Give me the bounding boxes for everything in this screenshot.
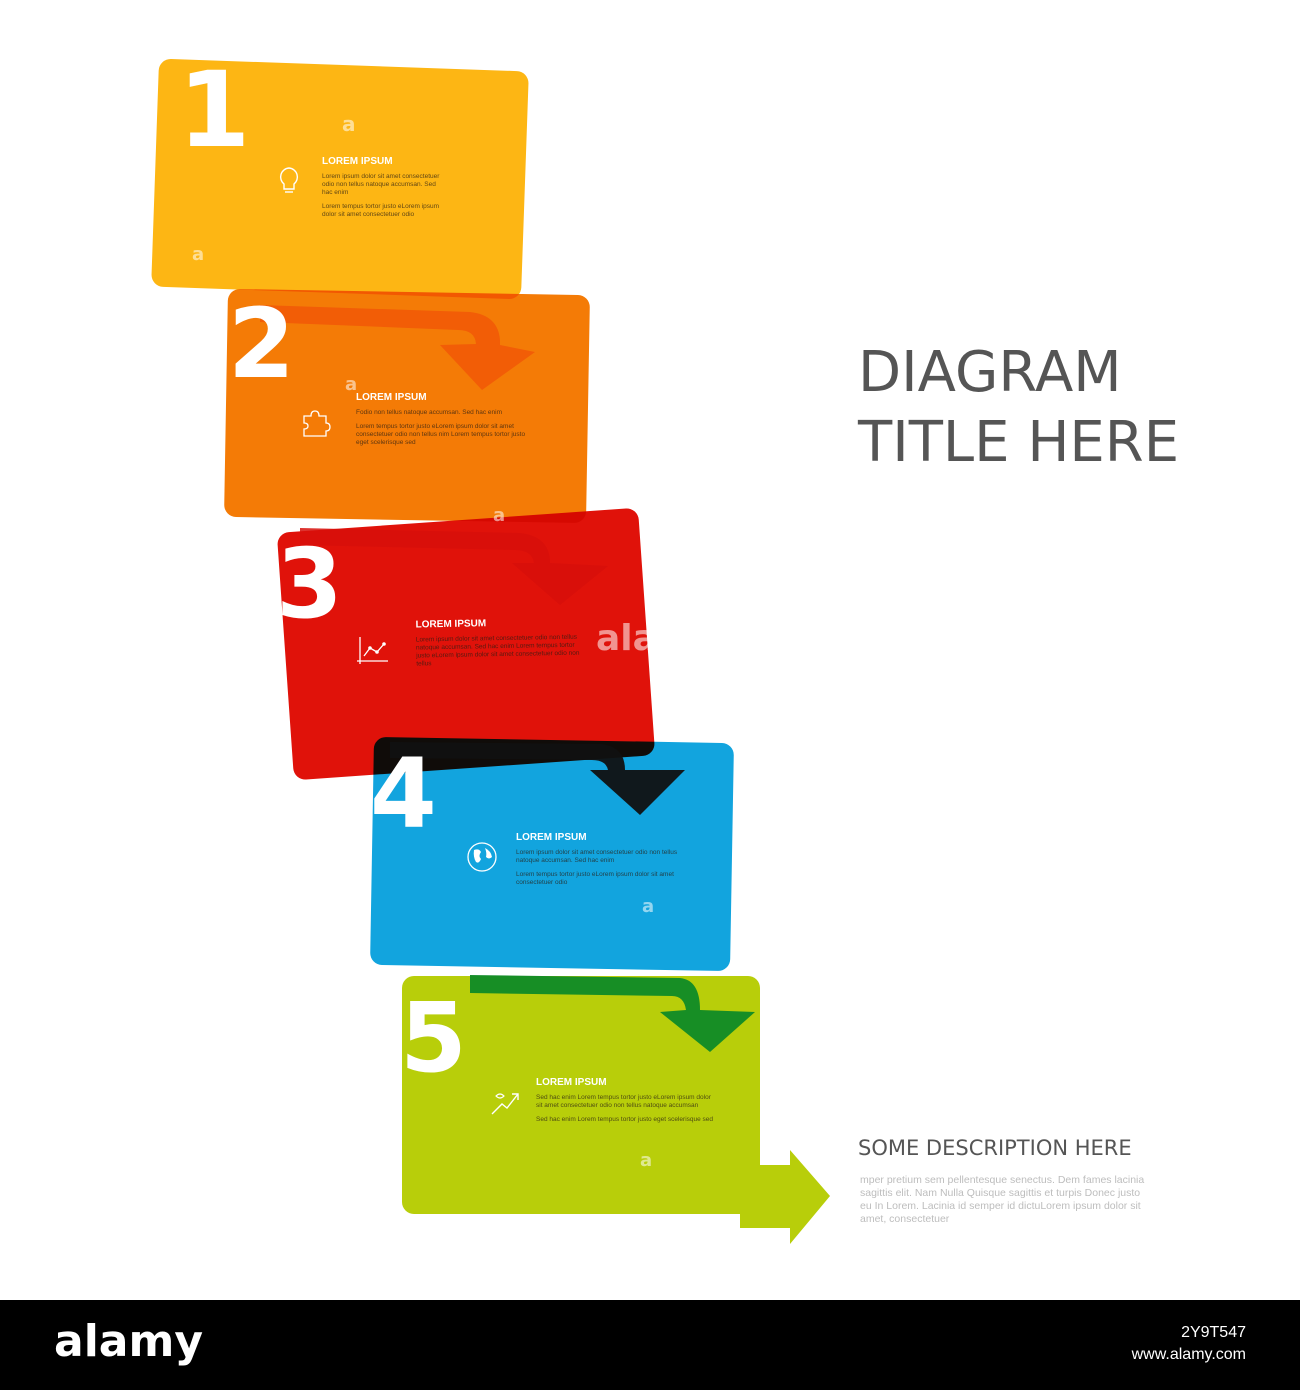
step-4-text: LOREM IPSUM Lorem ipsum dolor sit amet c… bbox=[516, 832, 682, 893]
arrow-5-exit bbox=[740, 1150, 830, 1244]
chart-icon bbox=[357, 637, 388, 664]
watermark-brand-mid: alamy bbox=[596, 618, 718, 659]
diagram-title: DIAGRAM TITLE HERE bbox=[858, 338, 1179, 478]
watermark-logo: alamy bbox=[54, 1316, 203, 1367]
watermark-mark-1: a bbox=[342, 112, 356, 136]
title-line-1: DIAGRAM bbox=[858, 340, 1122, 405]
connector-arrows bbox=[260, 305, 830, 1244]
growth-icon bbox=[491, 1093, 519, 1115]
step-2-body-1: Fodio non tellus natoque accumsan. Sed h… bbox=[356, 409, 502, 416]
arrow-2-to-3 bbox=[300, 528, 608, 605]
step-1-body-1: Lorem ipsum dolor sit amet consectetuer … bbox=[322, 173, 440, 196]
step-5-number: 5 bbox=[400, 982, 467, 1094]
step-3-body-1: Lorem ipsum dolor sit amet consectetuer … bbox=[415, 633, 580, 668]
step-3-title: LOREM IPSUM bbox=[415, 618, 487, 631]
arrow-3-to-4 bbox=[390, 742, 685, 815]
watermark-footer: alamy 2Y9T547 www.alamy.com bbox=[0, 1300, 1300, 1390]
step-2-body-2: Lorem tempus tortor justo eLorem ipsum d… bbox=[356, 423, 526, 446]
arrow-1-to-2 bbox=[260, 305, 535, 390]
puzzle-icon bbox=[303, 410, 331, 437]
step-3-text: LOREM IPSUM Lorem ipsum dolor sit amet c… bbox=[416, 617, 587, 675]
step-4-title: LOREM IPSUM bbox=[516, 832, 587, 843]
lightbulb-icon bbox=[279, 167, 299, 193]
description-body: mper pretium sem pellentesque senectus. … bbox=[860, 1174, 1145, 1225]
step-1-number: 1 bbox=[178, 49, 251, 171]
step-4-body-1: Lorem ipsum dolor sit amet consectetuer … bbox=[516, 849, 678, 864]
step-4-body-2: Lorem tempus tortor justo eLorem ipsum d… bbox=[516, 871, 674, 886]
arrow-4-to-5 bbox=[470, 975, 755, 1052]
watermark-mark-5: a bbox=[642, 896, 655, 917]
step-5-title: LOREM IPSUM bbox=[536, 1077, 607, 1088]
globe-icon bbox=[467, 842, 497, 872]
step-5-body-1: Sed hac enim Lorem tempus tortor justo e… bbox=[536, 1094, 711, 1109]
step-3-number: 3 bbox=[276, 528, 343, 640]
step-5-text: LOREM IPSUM Sed hac enim Lorem tempus to… bbox=[536, 1077, 716, 1130]
step-1-text: LOREM IPSUM Lorem ipsum dolor sit amet c… bbox=[322, 156, 442, 225]
step-4-number: 4 bbox=[370, 738, 437, 850]
watermark-image-id: 2Y9T547 bbox=[1181, 1324, 1246, 1341]
step-5-body-2: Sed hac enim Lorem tempus tortor justo e… bbox=[536, 1116, 714, 1123]
step-2-text: LOREM IPSUM Fodio non tellus natoque acc… bbox=[356, 392, 536, 453]
step-2-title: LOREM IPSUM bbox=[356, 392, 427, 403]
step-1-body-2: Lorem tempus tortor justo eLorem ipsum d… bbox=[322, 203, 440, 218]
description-title: SOME DESCRIPTION HERE bbox=[858, 1136, 1132, 1160]
watermark-url: www.alamy.com bbox=[1131, 1346, 1246, 1363]
watermark-mark-4: a bbox=[493, 505, 506, 526]
watermark-mark-3: a bbox=[345, 374, 358, 395]
step-2-number: 2 bbox=[228, 288, 295, 400]
watermark-mark-2: a bbox=[192, 244, 205, 265]
title-line-2: TITLE HERE bbox=[858, 410, 1180, 475]
watermark-meta: 2Y9T547 www.alamy.com bbox=[1132, 1322, 1246, 1366]
watermark-mark-6: a bbox=[640, 1150, 653, 1171]
step-1-title: LOREM IPSUM bbox=[322, 156, 393, 167]
